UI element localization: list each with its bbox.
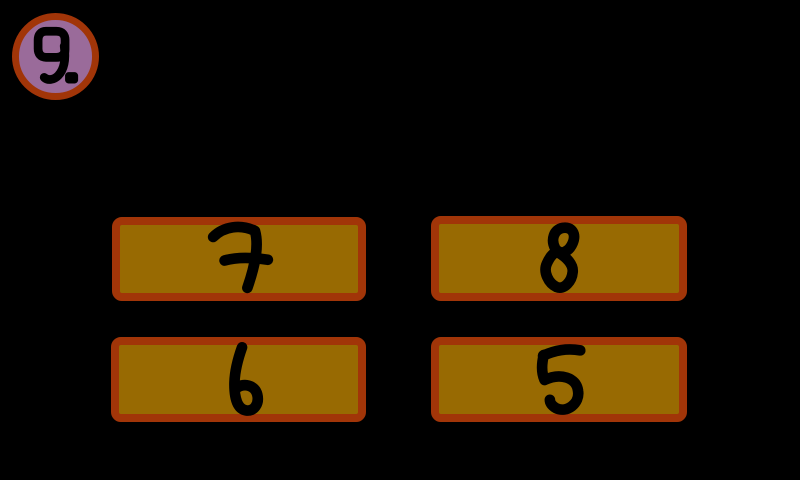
handwritten-digit-drawing xyxy=(207,221,274,294)
handwritten-digit-drawing xyxy=(228,341,263,416)
answer-option-card[interactable]: 8 xyxy=(431,216,687,301)
answer-option-card[interactable]: 5 xyxy=(431,337,687,422)
handwritten-question-number-drawing xyxy=(12,13,99,100)
question-number-badge: 9. xyxy=(12,13,99,100)
answer-option-card[interactable]: 7 xyxy=(112,217,366,301)
handwritten-digit-drawing xyxy=(536,343,586,415)
handwritten-digit-drawing xyxy=(540,221,580,293)
answer-option-card[interactable]: 6 xyxy=(111,337,366,422)
